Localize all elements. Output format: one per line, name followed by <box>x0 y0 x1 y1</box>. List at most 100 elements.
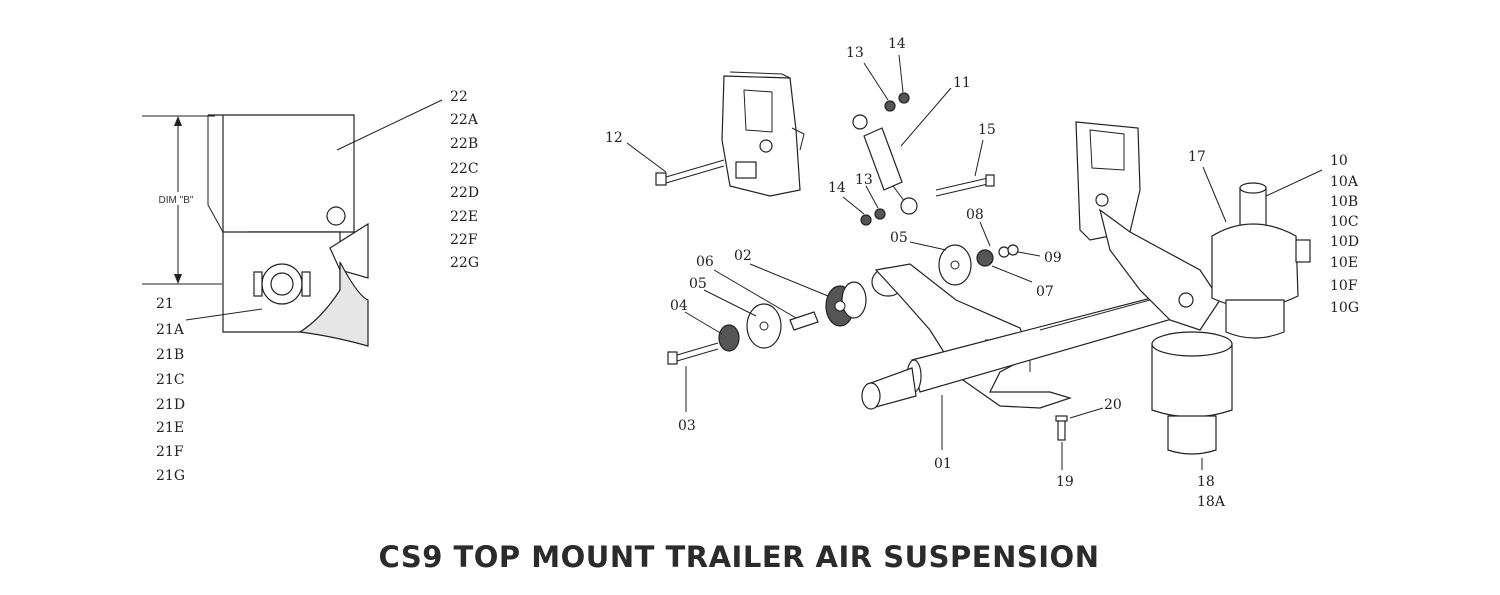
callout-18a: 18A <box>1197 494 1226 510</box>
washer-05-right-hole <box>950 260 960 270</box>
callout-10f: 10F <box>1330 278 1358 294</box>
bolt-12-shank-a <box>665 159 725 178</box>
callout-13-lower: 13 <box>855 172 873 188</box>
callout-04: 04 <box>670 298 688 314</box>
bolt-12-head <box>655 172 667 186</box>
callout-10c: 10C <box>1330 214 1359 230</box>
shock-top-eye <box>852 114 868 130</box>
callout-09: 09 <box>1044 250 1062 266</box>
leader-12 <box>626 142 667 173</box>
callout-12: 12 <box>605 130 623 146</box>
front-hanger-body <box>721 75 801 197</box>
bolt-19-shank <box>1057 419 1066 441</box>
bolt-19 <box>1055 415 1068 441</box>
pivot-washer-right <box>301 271 311 297</box>
airbag-variant-list: 10 10A 10B 10C 10D 10E 10F 10G <box>1330 153 1359 316</box>
leader-08 <box>979 221 991 247</box>
trailing-arm-body <box>874 263 1072 409</box>
bushing-02-hole <box>834 300 846 312</box>
callout-21g: 21G <box>156 468 185 484</box>
leader-07 <box>991 265 1033 283</box>
shock-body <box>863 127 903 191</box>
leader-14-lower <box>842 196 865 215</box>
leader-17 <box>1202 166 1227 223</box>
nut-09 <box>998 246 1010 258</box>
front-hanger-lug <box>791 127 805 151</box>
callout-22d: 22D <box>450 185 479 201</box>
callout-22c: 22C <box>450 161 479 177</box>
callout-05-left: 05 <box>689 276 707 292</box>
bumper-base <box>1167 415 1217 455</box>
shock-bottom-eye <box>900 197 918 215</box>
hanger-left-variant-list: 21 21A 21B 21C 21D 21E 21F 21G <box>156 296 185 484</box>
bolt-03 <box>667 342 719 365</box>
axle-highlight <box>1039 299 1151 331</box>
leader-13-lower <box>865 185 879 209</box>
leader-05-left <box>703 289 757 317</box>
leader-04 <box>684 311 723 335</box>
leader-05-right <box>909 241 947 251</box>
rear-arm-hole <box>1178 292 1194 308</box>
shock-absorber-11 <box>852 114 918 215</box>
bolt-03-head <box>667 351 678 365</box>
front-hanger-slot <box>743 89 773 133</box>
callout-10d: 10D <box>1330 234 1359 250</box>
callout-22a: 22A <box>450 112 479 128</box>
dim-label-bg <box>150 192 200 205</box>
leader-15 <box>974 139 984 177</box>
callout-22g: 22G <box>450 255 479 271</box>
callout-03: 03 <box>678 418 696 434</box>
washer-04 <box>718 324 740 352</box>
callout-14-lower: 14 <box>828 180 846 196</box>
sleeve-06 <box>789 311 819 331</box>
air-bag-10 <box>1211 182 1311 339</box>
bolt-12-shank-b <box>665 165 725 184</box>
diagram-title: CS9 TOP MOUNT TRAILER AIR SUSPENSION <box>378 540 1100 574</box>
callout-22e: 22E <box>450 209 478 225</box>
exploded-view: 12 13 14 11 15 14 13 05 08 09 07 02 06 0… <box>605 36 1359 510</box>
callout-10e: 10E <box>1330 255 1358 271</box>
rear-hanger-hole <box>1095 193 1109 207</box>
callout-10g: 10G <box>1330 300 1359 316</box>
hanger-right-variant-list: 22 22A 22B 22C 22D 22E 22F 22G <box>450 89 479 271</box>
bushing-02 <box>825 281 867 327</box>
callout-21b: 21B <box>156 347 184 363</box>
bolt-15-shank-a <box>935 177 989 191</box>
leader-13-upper <box>863 62 889 101</box>
callout-13-upper: 13 <box>846 45 864 61</box>
nut-09b <box>1007 244 1019 256</box>
nut-13-lower <box>874 208 886 220</box>
bumper-18 <box>1151 331 1233 455</box>
callout-10: 10 <box>1330 153 1348 169</box>
callout-17: 17 <box>1188 149 1206 165</box>
leader-14-upper <box>898 54 904 93</box>
callout-10b: 10B <box>1330 194 1358 210</box>
nut-13-upper <box>884 100 896 112</box>
callout-labels: 12 13 14 11 15 14 13 05 08 09 07 02 06 0… <box>605 36 1206 490</box>
hanger-flange <box>207 115 224 233</box>
leader-11 <box>900 87 952 147</box>
dim-arrow-bottom <box>174 274 182 284</box>
callout-21a: 21A <box>156 322 185 338</box>
bushing-02-back <box>841 281 867 319</box>
front-hanger-bracket <box>721 71 805 197</box>
callout-14-upper: 14 <box>888 36 906 52</box>
hanger-hole <box>326 206 346 226</box>
callout-06: 06 <box>696 254 714 270</box>
rear-hanger-slot <box>1089 129 1125 171</box>
callout-22b: 22B <box>450 136 478 152</box>
bushing-08 <box>976 249 994 267</box>
washer-05-left-hole <box>759 321 769 331</box>
pivot-washer-left <box>253 271 263 297</box>
callout-07: 07 <box>1036 284 1054 300</box>
air-bag-stem <box>1239 187 1267 229</box>
air-bag-piston <box>1225 299 1285 339</box>
callout-21c: 21C <box>156 372 185 388</box>
bolt-19-head <box>1055 415 1068 422</box>
callout-15: 15 <box>978 122 996 138</box>
callout-21f: 21F <box>156 444 184 460</box>
callout-05-right: 05 <box>890 230 908 246</box>
bumper-variant-list: 18 18A <box>1197 474 1226 510</box>
callout-21e: 21E <box>156 420 184 436</box>
